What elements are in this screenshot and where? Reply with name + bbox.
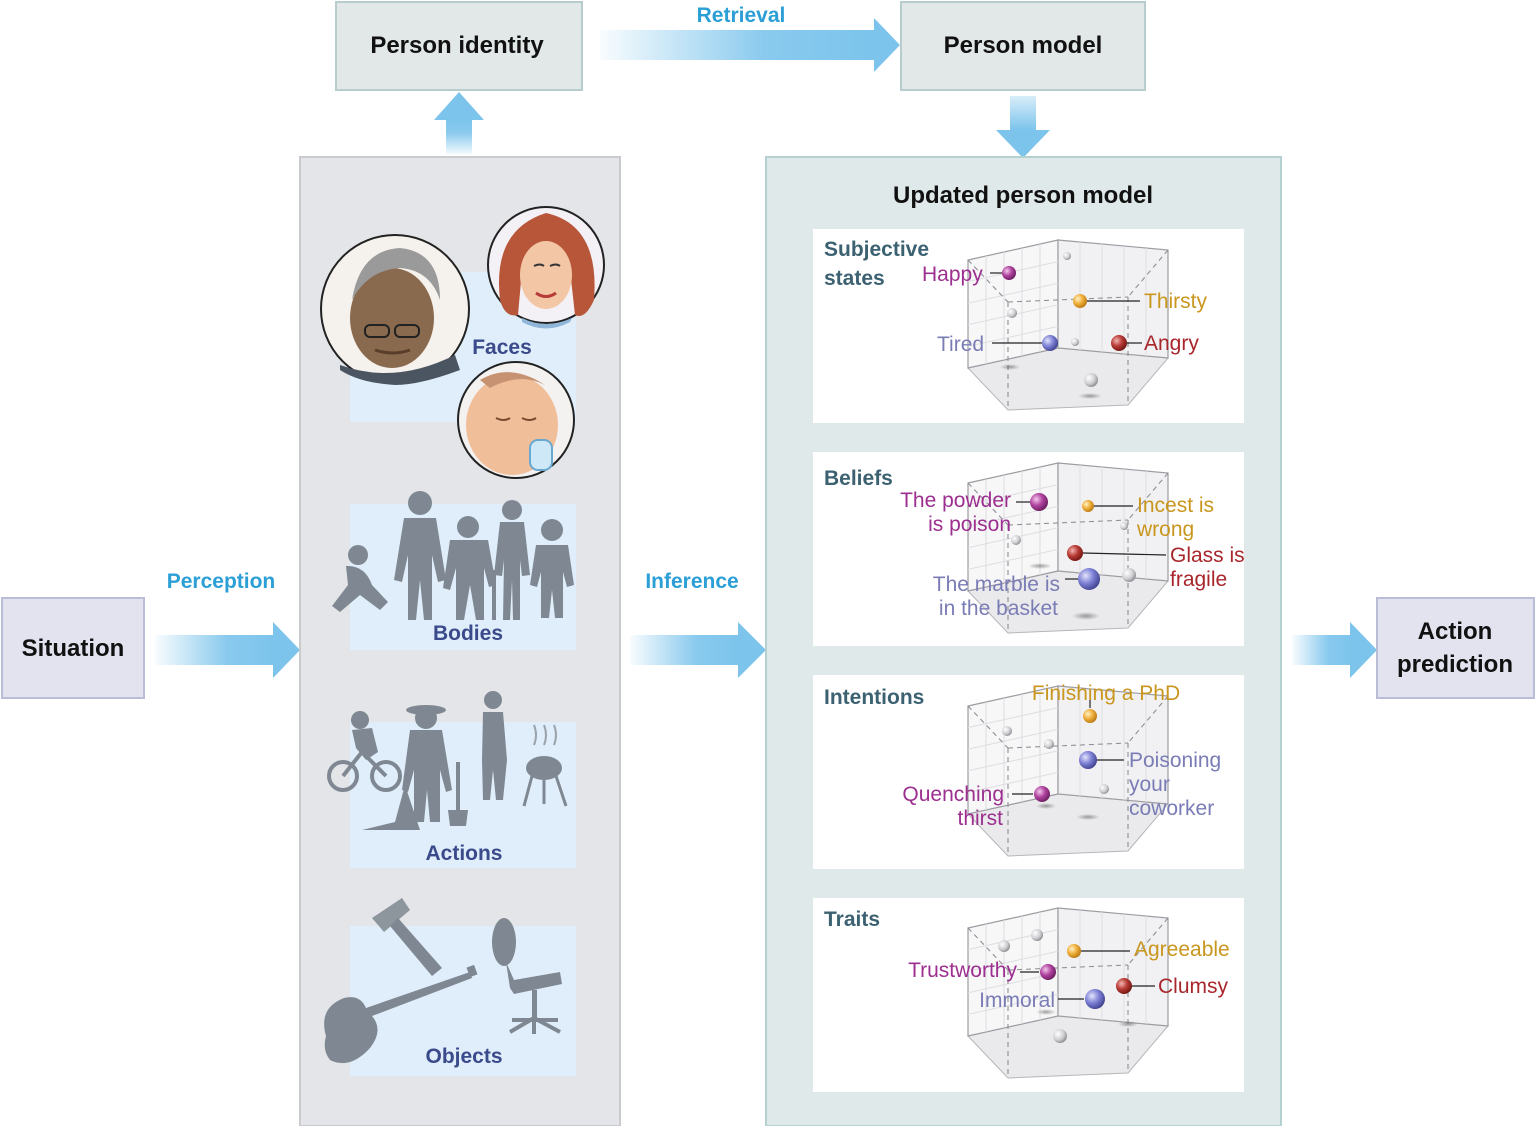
tired-point <box>1042 335 1058 351</box>
marble-label-line2: in the basket <box>939 597 1058 620</box>
poisoning-label-line2: your <box>1129 773 1170 796</box>
subjective-states-cube <box>967 239 1170 411</box>
beliefs-cube <box>967 462 1170 634</box>
perception-label: Perception <box>167 570 276 593</box>
situation-box <box>1 597 145 699</box>
angry-label: Angry <box>1144 332 1199 355</box>
quenching-point <box>1034 786 1050 802</box>
person-identity-box <box>335 1 583 91</box>
glass-label-line1: Glass is <box>1170 544 1245 567</box>
immoral-point <box>1085 989 1105 1009</box>
incest-label-line1: Incest is <box>1137 494 1214 517</box>
actions-label: Actions <box>425 842 502 865</box>
trustworthy-label: Trustworthy <box>908 959 1017 982</box>
clumsy-label: Clumsy <box>1158 975 1229 998</box>
subjective-states-title-line2: states <box>824 267 885 290</box>
quenching-label-line2: thirst <box>957 807 1003 830</box>
objects-label: Objects <box>425 1045 502 1068</box>
cube-layer <box>967 239 1170 1079</box>
actions-silhouettes-icon <box>327 691 568 830</box>
thirsty-point <box>1073 294 1087 308</box>
inference-arrow <box>630 622 766 678</box>
immoral-label: Immoral <box>979 989 1055 1012</box>
woman-face-icon <box>487 206 605 329</box>
glass-point <box>1067 545 1083 561</box>
poisoning-point <box>1079 751 1097 769</box>
beliefs-points <box>1011 493 1167 620</box>
trustworthy-point <box>1040 964 1056 980</box>
baby-face-icon <box>457 361 575 479</box>
traits-points <box>998 929 1155 1043</box>
poisoning-label-line1: Poisoning <box>1129 749 1221 772</box>
up-arrow-to-identity <box>434 92 484 154</box>
situation-label: Situation <box>22 635 125 662</box>
subjective-states-points <box>990 252 1142 399</box>
intentions-title: Intentions <box>824 686 924 709</box>
poisoning-label-line3: coworker <box>1129 797 1214 820</box>
incest-point <box>1082 500 1094 512</box>
action-prediction-label-line2: prediction <box>1397 651 1513 678</box>
agreeable-point <box>1067 944 1081 958</box>
powder-label-line1: The powder <box>900 489 1011 512</box>
updated-person-model-title: Updated person model <box>893 182 1153 209</box>
phd-label: Finishing a PhD <box>1032 682 1180 705</box>
inference-label: Inference <box>645 570 738 593</box>
clumsy-point <box>1116 978 1132 994</box>
happy-label: Happy <box>922 263 983 286</box>
prediction-arrow <box>1292 622 1377 678</box>
subjective-states-title-line1: Subjective <box>824 238 929 261</box>
retrieval-label: Retrieval <box>697 4 786 27</box>
quenching-label-line1: Quenching <box>902 783 1004 806</box>
bodies-label: Bodies <box>433 622 503 645</box>
agreeable-label: Agreeable <box>1134 938 1230 961</box>
bodies-silhouettes-icon <box>332 491 574 620</box>
down-arrow-to-updated-model <box>996 96 1050 158</box>
retrieval-arrow <box>600 18 900 72</box>
objects-silhouettes-icon <box>324 898 562 1064</box>
tired-label: Tired <box>937 333 984 356</box>
marble-label-line1: The marble is <box>933 573 1060 596</box>
marble-point <box>1078 568 1100 590</box>
phd-point <box>1083 709 1097 723</box>
action-prediction-box <box>1376 597 1535 699</box>
powder-point <box>1030 493 1048 511</box>
traits-title: Traits <box>824 908 880 931</box>
intentions-points <box>1002 700 1124 820</box>
happy-point <box>1002 266 1016 280</box>
incest-label-line2: wrong <box>1136 518 1194 541</box>
glass-label-line2: fragile <box>1170 568 1227 591</box>
thirsty-label: Thirsty <box>1144 290 1208 313</box>
angry-point <box>1111 335 1127 351</box>
person-model-box <box>900 1 1146 91</box>
perception-arrow <box>155 622 300 678</box>
person-identity-label: Person identity <box>370 32 544 59</box>
action-prediction-label-line1: Action <box>1418 618 1493 645</box>
actions-panel <box>350 722 576 868</box>
person-model-label: Person model <box>944 32 1103 59</box>
old-man-face-icon <box>320 234 470 385</box>
beliefs-title: Beliefs <box>824 467 893 490</box>
powder-label-line2: is poison <box>928 513 1011 536</box>
faces-label: Faces <box>472 336 532 359</box>
